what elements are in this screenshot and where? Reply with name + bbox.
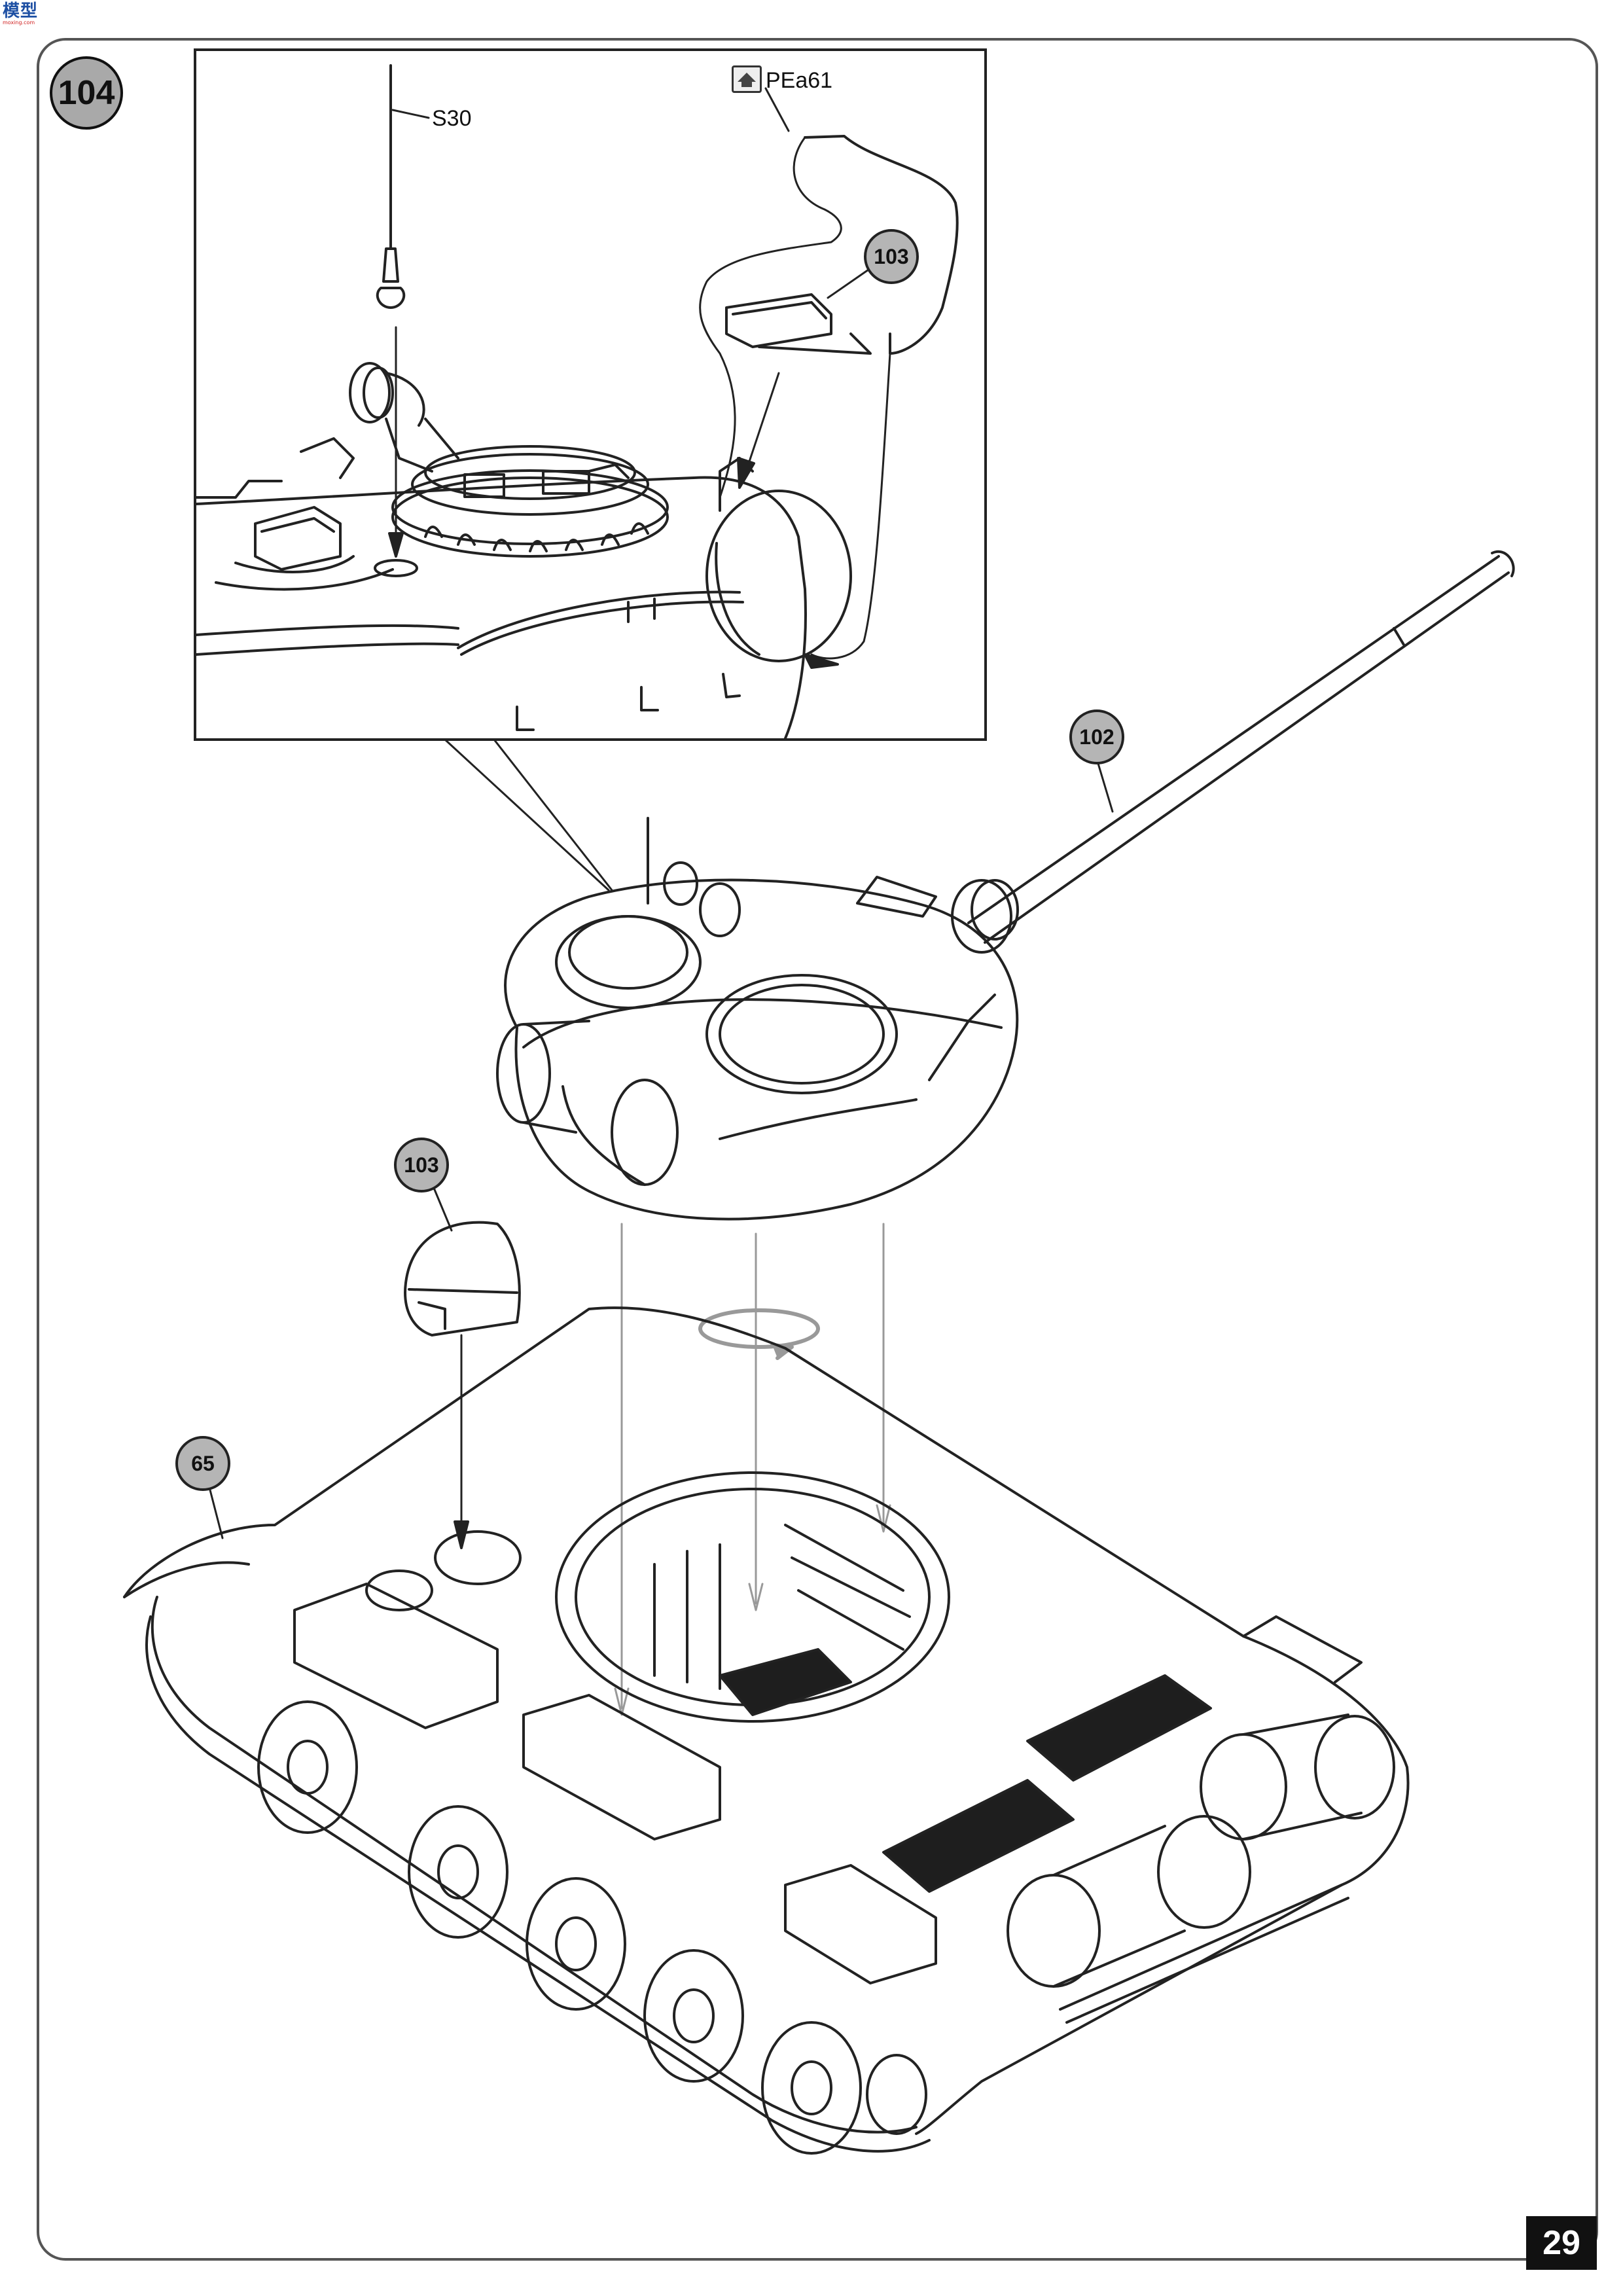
photo-etch-label: PEa61 (766, 68, 833, 93)
callout-step-102: 102 (1069, 709, 1124, 764)
hull-drawing (123, 1306, 1410, 2155)
antenna-part-label: S30 (432, 106, 472, 131)
inset-drawing (195, 64, 959, 740)
page-frame (37, 38, 1598, 2261)
detail-inset (194, 48, 987, 741)
logo-glyphs: 模型 (3, 1, 39, 21)
callout-step-103-cover: 103 (394, 1138, 449, 1193)
logo-url: moxing.com (3, 20, 35, 26)
publisher-logo: 模型 moxing.com (3, 3, 48, 29)
turret-drawing (496, 550, 1515, 1221)
rotate-arrow-icon (698, 1308, 820, 1360)
callout-step-103-inset: 103 (864, 229, 919, 284)
callout-step-65: 65 (175, 1436, 230, 1491)
step-number-badge: 104 (50, 56, 123, 130)
photo-etch-icon (732, 65, 762, 93)
page-number: 29 (1526, 2216, 1597, 2270)
